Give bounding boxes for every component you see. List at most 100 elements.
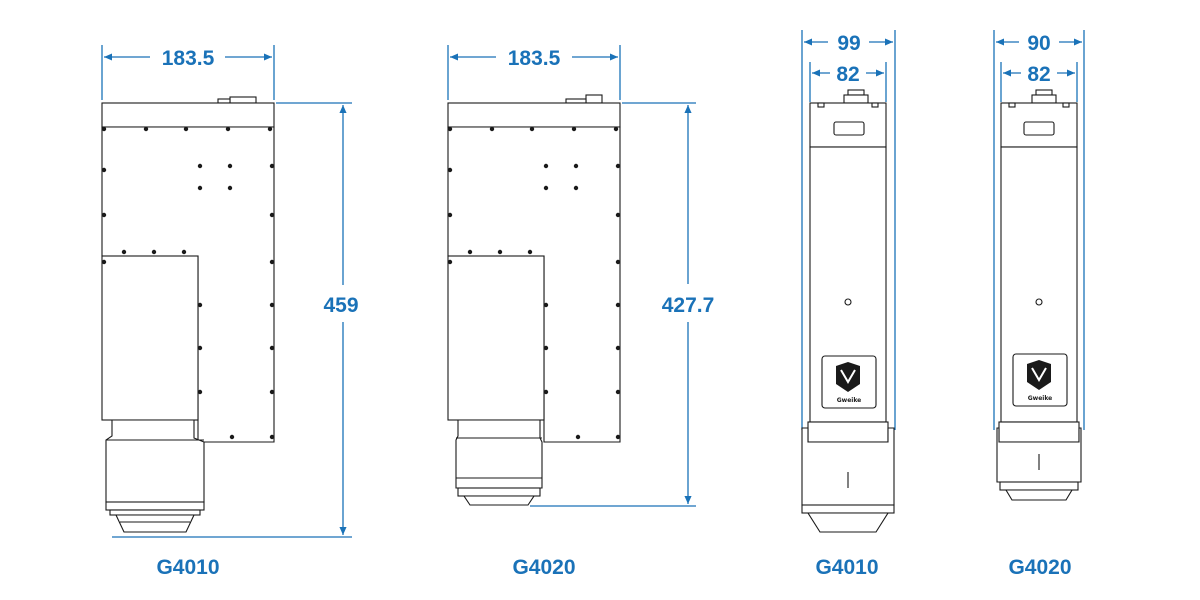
screw-hole [844, 298, 852, 306]
bolt [529, 126, 535, 132]
side-panel [447, 255, 545, 421]
bolt [615, 345, 621, 351]
bolt [615, 434, 621, 440]
bolt [101, 167, 107, 173]
bolt [615, 259, 621, 265]
barrel-ring [801, 504, 895, 514]
bolt [573, 185, 579, 191]
bolt [269, 163, 275, 169]
width-dimension-label: 183.5 [162, 47, 215, 70]
bolt [101, 126, 107, 132]
bolt [101, 212, 107, 218]
nozzle [115, 514, 195, 533]
bolt [121, 249, 127, 255]
bolt [269, 345, 275, 351]
top-cover [447, 102, 621, 128]
bolt [143, 126, 149, 132]
inner-width-label: 82 [836, 63, 859, 86]
barrel-ring [999, 481, 1079, 491]
bolt [225, 126, 231, 132]
outer-width-label: 99 [837, 32, 860, 55]
height-dimension-label: 427.7 [662, 294, 715, 317]
width-dimension: 183.5 [101, 45, 275, 100]
logo-badge: Gweike [1012, 353, 1068, 407]
bolt [615, 163, 621, 169]
laser-head-body [101, 96, 275, 533]
mount-plate [807, 421, 889, 443]
bolt [269, 389, 275, 395]
lens-barrel [105, 419, 205, 503]
logo-mark [1031, 367, 1047, 382]
bolt [615, 389, 621, 395]
bolt [267, 126, 273, 132]
screw-hole [1035, 298, 1043, 306]
logo-mark [840, 369, 856, 384]
bolt [571, 126, 577, 132]
model-label: G4020 [512, 556, 575, 579]
bolt [181, 249, 187, 255]
bolts [447, 126, 621, 440]
height-dimension: 459 [112, 102, 359, 538]
connector-base [565, 98, 587, 104]
outer-width-dimension: 90 [993, 30, 1085, 430]
model-label: G4020 [1008, 556, 1071, 579]
bolt [269, 302, 275, 308]
notch [817, 102, 825, 108]
logo-icon [1027, 360, 1051, 390]
connector-base [1031, 94, 1057, 104]
notch [1062, 102, 1070, 108]
bolt [269, 434, 275, 440]
outer-width-label: 90 [1027, 32, 1050, 55]
inner-width-label: 82 [1027, 63, 1050, 86]
bolt [197, 302, 203, 308]
bolt [497, 249, 503, 255]
bolt [543, 302, 549, 308]
bolt [101, 259, 107, 265]
g4020-front-view: 90 82 Gweike [993, 30, 1085, 579]
laser-head-body [801, 89, 895, 533]
bolt [447, 126, 453, 132]
bolt [447, 259, 453, 265]
barrel-ring [109, 509, 201, 516]
bolt [269, 259, 275, 265]
nozzle [462, 495, 536, 506]
outer-width-dimension: 99 [801, 30, 896, 430]
logo-text: Gweike [1028, 395, 1053, 402]
connector-base [843, 94, 869, 104]
model-label: G4010 [156, 556, 219, 579]
mount-plate [998, 421, 1080, 443]
bolt [543, 345, 549, 351]
nozzle [1005, 489, 1073, 501]
bolt [615, 212, 621, 218]
laser-head-body [447, 94, 621, 506]
bolt [229, 434, 235, 440]
bolt [543, 389, 549, 395]
connector-base [217, 98, 231, 104]
connector [229, 96, 257, 104]
laser-head-body [996, 89, 1082, 501]
bolt [543, 185, 549, 191]
width-dimension-label: 183.5 [508, 47, 561, 70]
bolt [573, 163, 579, 169]
inner-width-dimension: 82 [809, 62, 887, 102]
nozzle [807, 512, 889, 533]
g4010-front-view: 99 82 Gweike [801, 30, 896, 579]
bolt [527, 249, 533, 255]
bolt [197, 345, 203, 351]
notch [871, 102, 879, 108]
bolts [101, 126, 275, 440]
logo-text: Gweike [837, 397, 862, 404]
model-label: G4010 [815, 556, 878, 579]
connector [585, 94, 603, 104]
window [833, 121, 865, 136]
bolt [227, 185, 233, 191]
bolt [467, 249, 473, 255]
connector [847, 89, 865, 96]
bolt [447, 212, 453, 218]
g4020-side-view: 183.5 427.7 G4020 [447, 45, 715, 579]
bolt [613, 126, 619, 132]
bolt [197, 389, 203, 395]
top-cover [101, 102, 275, 128]
inner-width-dimension: 82 [1000, 62, 1078, 102]
connector [1035, 89, 1053, 96]
